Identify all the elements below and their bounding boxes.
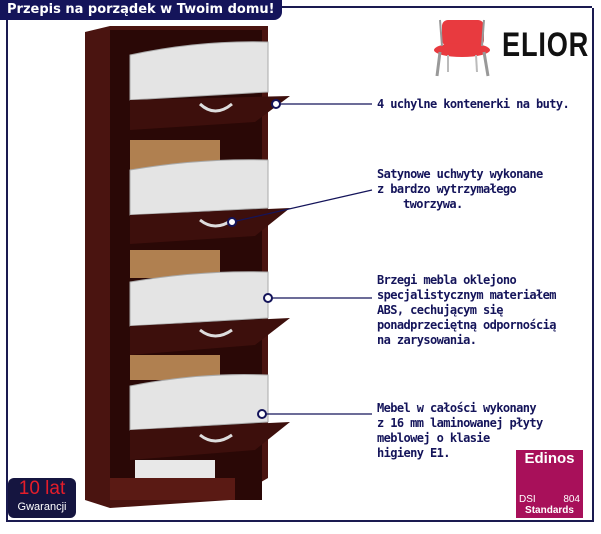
note-line: tworzywa. bbox=[403, 197, 463, 211]
cert-number: 804 bbox=[563, 494, 580, 505]
note-line: higieny E1. bbox=[377, 446, 450, 460]
cert-brand: Edinos bbox=[524, 450, 575, 467]
drawer-2 bbox=[129, 159, 290, 244]
drawers bbox=[129, 41, 290, 460]
note-line: 4 uchylne kontenerki na buty. bbox=[377, 97, 570, 111]
note-line: z bardzo wytrzymałego bbox=[377, 182, 517, 196]
drawer-3 bbox=[129, 271, 290, 355]
chair-logo-icon bbox=[434, 19, 490, 77]
callout-dots bbox=[227, 99, 281, 419]
header-badge: Przepis na porządek w Twoim domu! bbox=[0, 0, 282, 20]
note-line: Brzegi mebla oklejono bbox=[377, 273, 517, 287]
callout-lines bbox=[231, 103, 373, 415]
warranty-badge: 10 lat Gwarancji bbox=[8, 478, 76, 518]
frame-border bbox=[6, 8, 594, 522]
feature-note-4: Mebel w całości wykonany z 16 mm laminow… bbox=[377, 401, 543, 461]
note-line: ABS, cechującym się bbox=[377, 303, 503, 317]
warranty-years: 10 lat bbox=[18, 478, 66, 499]
note-line: z 16 mm laminowanej płyty bbox=[377, 416, 543, 430]
feature-note-1: 4 uchylne kontenerki na buty. bbox=[377, 97, 570, 112]
cert-label: Standards bbox=[525, 505, 574, 516]
note-line: ponadprzeciętną odpornością bbox=[377, 318, 556, 332]
feature-note-2: Satynowe uchwyty wykonane z bardzo wytrz… bbox=[377, 167, 543, 212]
note-line: meblowej o klasie bbox=[377, 431, 490, 445]
note-line: na zarysowania. bbox=[377, 333, 477, 347]
frame-top-border bbox=[258, 6, 592, 8]
note-line: specjalistycznym materiałem bbox=[377, 288, 556, 302]
drawer-1 bbox=[129, 41, 290, 130]
warranty-label: Gwarancji bbox=[17, 501, 67, 513]
drawer-4 bbox=[129, 373, 290, 460]
feature-note-3: Brzegi mebla oklejono specjalistycznym m… bbox=[377, 273, 556, 348]
note-line: Mebel w całości wykonany bbox=[377, 401, 537, 415]
brand-logo: ELIOR bbox=[502, 26, 590, 64]
cert-dsi: DSI bbox=[519, 494, 536, 505]
note-line: Satynowe uchwyty wykonane bbox=[377, 167, 543, 181]
certificate-badge: Edinos DSI 804 Standards bbox=[516, 450, 583, 518]
